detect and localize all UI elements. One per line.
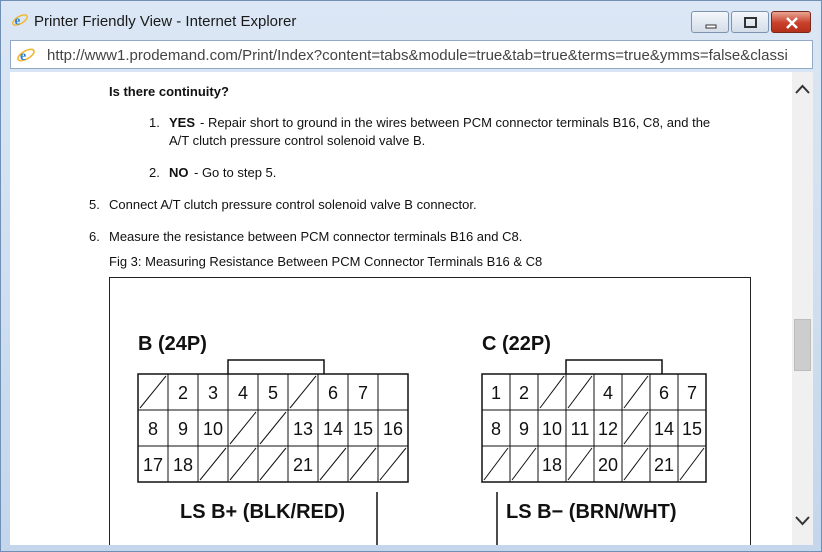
connector-c-terminal-number: 4: [603, 383, 613, 403]
connector-c-terminal-number: 21: [654, 455, 674, 475]
connector-b-terminal-number: 6: [328, 383, 338, 403]
connector-b-terminal-number: 10: [203, 419, 223, 439]
connector-b-terminal-number: 8: [148, 419, 158, 439]
connector-b-terminal-number: 13: [293, 419, 313, 439]
minimize-icon: [705, 24, 717, 29]
document-content: Is there continuity? 1. YES - Repair sho…: [10, 72, 792, 545]
maximize-icon: [744, 17, 757, 28]
connector-c-terminal-number: 7: [687, 383, 697, 403]
connector-b-terminal-number: 16: [383, 419, 403, 439]
svg-text:e: e: [15, 14, 21, 28]
connector-c-key-tab: [565, 359, 663, 374]
connector-c-terminal-number: 20: [598, 455, 618, 475]
connector-b-terminal-number: 2: [178, 383, 188, 403]
yes-instruction: - Repair short to ground in the wires be…: [200, 115, 711, 130]
connector-c-unused-terminal: [623, 447, 649, 481]
connector-c-terminal-number: 1: [491, 383, 501, 403]
svg-text:e: e: [20, 49, 26, 64]
connector-b-unused-terminal: [259, 447, 287, 481]
connector-c-terminal-number: 6: [659, 383, 669, 403]
maximize-button[interactable]: [731, 11, 769, 33]
connector-c-unused-terminal: [623, 375, 649, 409]
connector-b-terminal-number: 7: [358, 383, 368, 403]
close-icon: [786, 17, 798, 29]
connector-b-unused-terminal: [199, 447, 227, 481]
connector-c-terminal-number: 14: [654, 419, 674, 439]
connector-c-unused-terminal: [483, 447, 509, 481]
connector-c-unused-terminal: [567, 375, 593, 409]
connector-b-terminal-number: 3: [208, 383, 218, 403]
connector-b-terminal-number: 4: [238, 383, 248, 403]
wire-label-c: LS B− (BRN/WHT): [506, 501, 677, 523]
connector-b-unused-terminal: [229, 411, 257, 445]
connector-c-terminal-number: 12: [598, 419, 618, 439]
connector-c-terminal-number: 15: [682, 419, 702, 439]
figure-caption: Fig 3: Measuring Resistance Between PCM …: [109, 254, 543, 269]
sub-step-number: 2.: [149, 165, 160, 180]
connector-b-label: B (24P): [138, 333, 207, 355]
connector-b-unused-terminal: [349, 447, 377, 481]
connector-b-terminal-number: 9: [178, 419, 188, 439]
no-label: NO: [169, 165, 189, 180]
connector-c-unused-terminal: [623, 411, 649, 445]
yes-instruction-cont: A/T clutch pressure control solenoid val…: [169, 133, 426, 148]
scroll-down-arrow-icon[interactable]: [792, 510, 813, 530]
connector-c-unused-terminal: [679, 447, 705, 481]
connector-c-terminal-cell: [677, 445, 707, 483]
connector-c-terminal-number: 11: [571, 419, 590, 439]
url-text: http://www1.prodemand.com/Print/Index?co…: [47, 47, 788, 64]
connector-c-terminal-number: 10: [542, 419, 562, 439]
connector-c-terminal-number: 18: [542, 455, 562, 475]
no-instruction: - Go to step 5.: [194, 165, 277, 180]
connector-b-terminal-number: 18: [173, 455, 193, 475]
wire-label-b: LS B+ (BLK/RED): [180, 501, 345, 523]
vertical-scrollbar[interactable]: [792, 72, 813, 545]
internet-explorer-icon: e: [12, 14, 28, 28]
connector-c-unused-terminal: [539, 375, 565, 409]
scrollbar-thumb[interactable]: [794, 319, 811, 371]
connector-b-terminal-number: 5: [268, 383, 278, 403]
connector-b-unused-terminal: [289, 375, 317, 409]
step-5-text: Connect A/T clutch pressure control sole…: [109, 197, 477, 212]
connector-c-terminal-number: 9: [519, 419, 529, 439]
connector-b-terminal-cell: [377, 445, 409, 483]
internet-explorer-icon: e: [17, 48, 35, 64]
connector-b-unused-terminal: [139, 375, 167, 409]
connector-c-terminal-number: 8: [491, 419, 501, 439]
connector-b-key-tab: [227, 359, 325, 374]
connector-b-terminal-cell: [377, 373, 409, 411]
continuity-question: Is there continuity?: [109, 84, 229, 99]
connector-c-unused-terminal: [511, 447, 537, 481]
connector-b-terminal-number: 17: [143, 455, 163, 475]
yes-label: YES: [169, 115, 196, 130]
close-button[interactable]: [771, 11, 811, 33]
title-bar[interactable]: e Printer Friendly View - Internet Explo…: [1, 1, 821, 39]
window-title: Printer Friendly View - Internet Explore…: [34, 13, 297, 30]
address-bar[interactable]: e http://www1.prodemand.com/Print/Index?…: [10, 40, 813, 69]
step-number: 6.: [89, 229, 100, 244]
connector-b-unused-terminal: [259, 411, 287, 445]
step-number: 5.: [89, 197, 100, 212]
scroll-up-arrow-icon[interactable]: [792, 80, 813, 100]
connector-b-terminal-number: 21: [293, 455, 313, 475]
connector-b-terminal-number: 14: [323, 419, 343, 439]
connector-b-unused-terminal: [319, 447, 347, 481]
step-6-text: Measure the resistance between PCM conne…: [109, 229, 523, 244]
connector-b-terminal-number: 15: [353, 419, 373, 439]
connector-b-unused-terminal: [379, 447, 407, 481]
connector-c-terminal-number: 2: [519, 383, 529, 403]
connector-c-label: C (22P): [482, 333, 551, 355]
connector-b-unused-terminal: [229, 447, 257, 481]
connector-c-unused-terminal: [567, 447, 593, 481]
sub-step-number: 1.: [149, 115, 160, 130]
minimize-button[interactable]: [691, 11, 729, 33]
